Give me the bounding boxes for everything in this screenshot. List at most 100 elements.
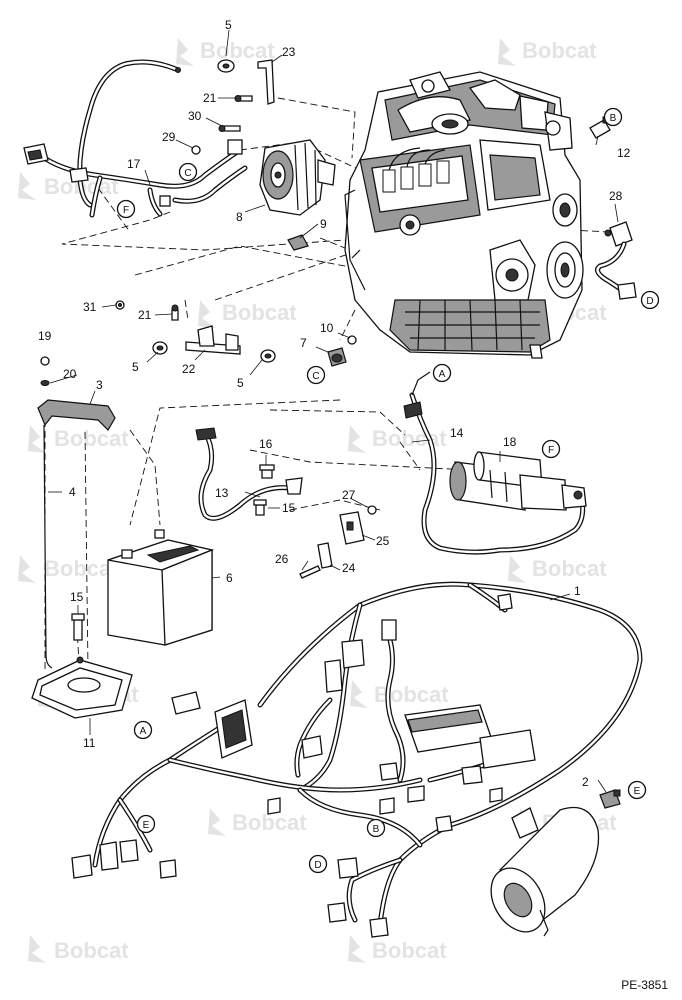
- watermark-text: Bobcat: [372, 426, 447, 451]
- callout-29: 29: [162, 130, 176, 144]
- connector-b-harness: B: [366, 818, 386, 838]
- part-21-bolt-mid: [171, 304, 179, 321]
- svg-text:E: E: [143, 820, 150, 831]
- callout-21: 21: [203, 91, 217, 105]
- watermark-logo-icon: [28, 425, 46, 453]
- svg-text:B: B: [373, 824, 380, 835]
- callout-3: 3: [96, 378, 103, 392]
- callout-4: 4: [69, 485, 76, 499]
- drawing-code: PE-3851: [621, 978, 668, 992]
- part-14-starter-cable: [403, 371, 586, 555]
- part-13-battery-cable: [195, 427, 303, 521]
- callout-30: 30: [188, 109, 202, 123]
- part-5-clamp-left: [152, 341, 168, 355]
- callout-27: 27: [342, 488, 356, 502]
- connector-c-sender: C: [306, 365, 326, 385]
- engine-assembly: [344, 71, 584, 359]
- relay-module: [404, 704, 536, 769]
- part-27-nut: [367, 505, 377, 515]
- watermark-logo-icon: [350, 680, 368, 708]
- part-7-oil-pressure-sender: [327, 347, 347, 367]
- svg-text:C: C: [312, 371, 319, 382]
- part-21-bolt-top: [234, 95, 253, 102]
- svg-text:A: A: [439, 369, 446, 380]
- part-3-battery-hold-down: [37, 399, 116, 431]
- watermark-logo-icon: [28, 935, 46, 963]
- connector-f-engine: F: [116, 199, 136, 219]
- part-18-starter-motor: [449, 451, 587, 511]
- svg-text:A: A: [140, 726, 147, 737]
- svg-text:B: B: [610, 113, 617, 124]
- watermark-logo-icon: [18, 172, 36, 200]
- callout-26: 26: [275, 552, 289, 566]
- callout-11: 11: [83, 736, 96, 750]
- watermark-logo-icon: [208, 808, 226, 836]
- connector-d-harness: D: [308, 854, 328, 874]
- svg-text:D: D: [646, 296, 653, 307]
- callout-13: 13: [215, 486, 229, 500]
- connector-e-harness: E: [136, 814, 156, 834]
- part-26-bolt: [299, 565, 321, 579]
- part-5-clamp-right: [260, 349, 276, 363]
- leader-lines: [48, 29, 619, 793]
- watermark-text: Bobcat: [374, 682, 449, 707]
- callout-8: 8: [236, 210, 243, 224]
- svg-text:D: D: [314, 860, 321, 871]
- callout-23: 23: [282, 45, 296, 59]
- callout-numbers: 5 23 21 30 29 17 8 9 12 28 31 21 10 7 5 …: [38, 18, 631, 789]
- watermark-logo-icon: [348, 935, 366, 963]
- part-23-bracket: [257, 59, 275, 105]
- part-4-j-bolt: [43, 424, 53, 669]
- svg-text:E: E: [634, 786, 641, 797]
- callout-9: 9: [320, 217, 327, 231]
- connector-c-engine: C: [178, 162, 198, 182]
- callout-31: 31: [83, 300, 97, 314]
- watermark-logo-icon: [348, 425, 366, 453]
- part-5-clamp-top: [217, 59, 235, 73]
- part-19-nut: [40, 356, 50, 366]
- connector-f-starter: F: [541, 439, 561, 459]
- callout-24: 24: [342, 561, 356, 575]
- callout-22: 22: [182, 362, 196, 376]
- callout-1: 1: [574, 584, 581, 598]
- watermark-logo-icon: [508, 555, 526, 583]
- svg-text:F: F: [123, 205, 129, 216]
- svg-text:F: F: [548, 445, 554, 456]
- connector-e-sensor: E: [627, 780, 647, 800]
- part-10-fitting: [347, 335, 357, 345]
- part-8-alternator: [259, 139, 336, 216]
- connector-a-cable: A: [432, 363, 452, 383]
- part-30-bolt: [218, 125, 241, 132]
- watermark-logo-icon: [498, 38, 516, 66]
- connector-markers: B C F D C A F A: [116, 107, 660, 874]
- watermark-logo-icon: [198, 300, 216, 328]
- callout-15: 15: [282, 501, 296, 515]
- callout-6: 6: [226, 571, 233, 585]
- callout-25: 25: [376, 534, 390, 548]
- callout-21: 21: [138, 308, 152, 322]
- callout-5: 5: [225, 18, 232, 32]
- callout-28: 28: [609, 189, 623, 203]
- watermark-logo-icon: [18, 555, 36, 583]
- part-11-battery-tray: [31, 656, 133, 719]
- callout-10: 10: [320, 321, 334, 335]
- part-17-engine-harness: [23, 59, 248, 218]
- part-24-plate: [317, 542, 333, 569]
- svg-text:C: C: [184, 168, 191, 179]
- part-28-speed-sensor: [595, 221, 637, 300]
- callout-5: 5: [237, 376, 244, 390]
- watermark-text: Bobcat: [532, 556, 607, 581]
- watermark-text: Bobcat: [54, 426, 129, 451]
- part-22-bracket: [185, 325, 241, 355]
- part-9-oil-pressure-switch: [287, 234, 309, 251]
- part-15-bolt-tray: [71, 613, 85, 641]
- callout-16: 16: [259, 437, 273, 451]
- watermark-text: Bobcat: [200, 38, 275, 63]
- watermark-text: Bobcat: [222, 300, 297, 325]
- air-filter-canister: [490, 806, 600, 937]
- connector-a-harness: A: [133, 720, 153, 740]
- callout-20: 20: [63, 367, 77, 381]
- callout-17: 17: [127, 157, 141, 171]
- part-2-sensor: [599, 789, 621, 809]
